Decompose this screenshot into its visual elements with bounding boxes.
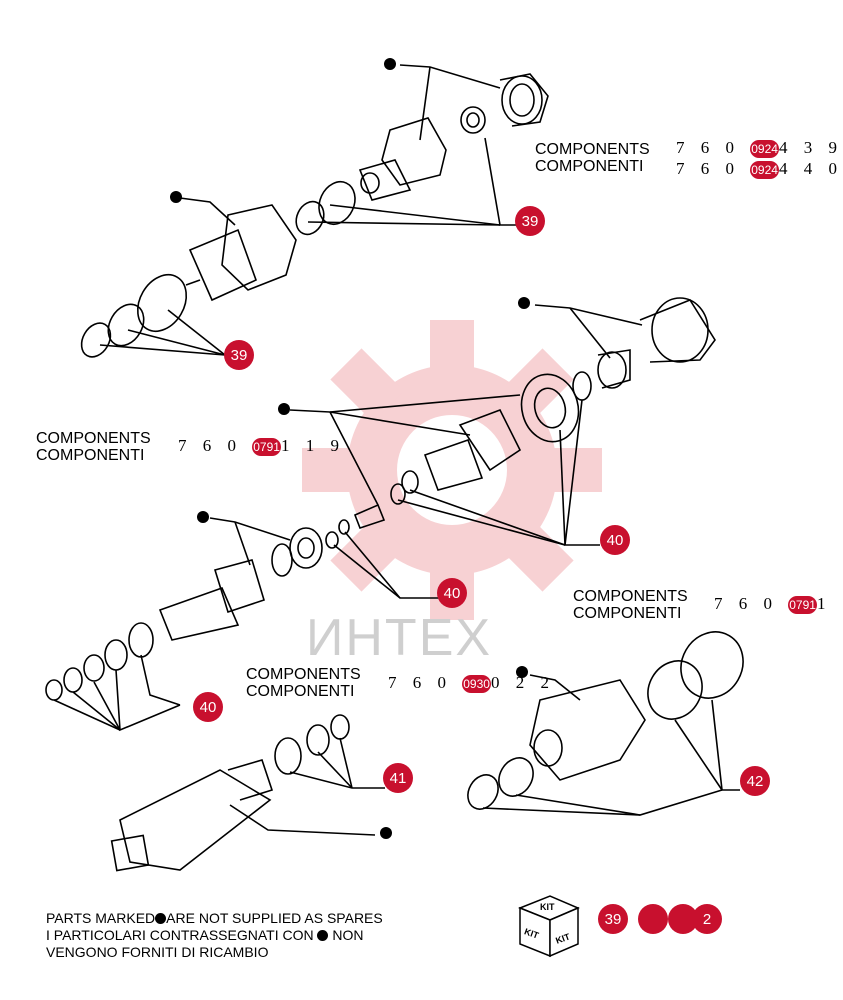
kit-top-label: KIT: [540, 902, 555, 912]
callout-40-left[interactable]: 40: [193, 692, 223, 722]
components-label-3: COMPONENTS COMPONENTI: [573, 588, 688, 622]
callout-40-middle[interactable]: 40: [437, 578, 467, 608]
callout-39-left[interactable]: 39: [224, 340, 254, 370]
kit-left-label: KIT: [523, 926, 541, 941]
kit-box-icon: KIT KIT KIT: [517, 895, 580, 958]
callout-39-upper[interactable]: 39: [515, 206, 545, 236]
marker-dot: [380, 827, 392, 839]
callout-42[interactable]: 42: [740, 766, 770, 796]
marker-dot: [197, 511, 209, 523]
components-label-2: COMPONENTS COMPONENTI: [36, 430, 151, 464]
marker-dot-icon: [155, 913, 167, 924]
component-code-2: 7 6 0 07911 1 9: [178, 436, 345, 456]
watermark-text: ИНТЕХ: [306, 609, 493, 667]
component-code-4: 7 6 0 09300 2 2: [388, 673, 555, 693]
component-code-3: 7 6 0 07911: [714, 594, 832, 614]
kit-callout-2[interactable]: [638, 904, 668, 934]
marker-dot: [518, 297, 530, 309]
marker-dot: [384, 58, 396, 70]
components-label-1: COMPONENTS COMPONENTI: [535, 141, 650, 175]
exploded-view-drawing: [45, 58, 744, 872]
component-code-1a: 7 6 0 09244 3 9: [676, 138, 843, 158]
callout-40-right[interactable]: 40: [600, 525, 630, 555]
marker-dot-icon: [317, 930, 329, 941]
component-code-1b: 7 6 0 09244 4 0: [676, 159, 843, 179]
components-label-4: COMPONENTS COMPONENTI: [246, 666, 361, 700]
callout-41[interactable]: 41: [383, 763, 413, 793]
marker-dot: [170, 191, 182, 203]
marker-dot: [516, 666, 528, 678]
kit-callout-4[interactable]: 2: [692, 904, 722, 934]
kit-callout-39[interactable]: 39: [598, 904, 628, 934]
kit-right-label: KIT: [554, 931, 572, 946]
marker-dot: [278, 403, 290, 415]
